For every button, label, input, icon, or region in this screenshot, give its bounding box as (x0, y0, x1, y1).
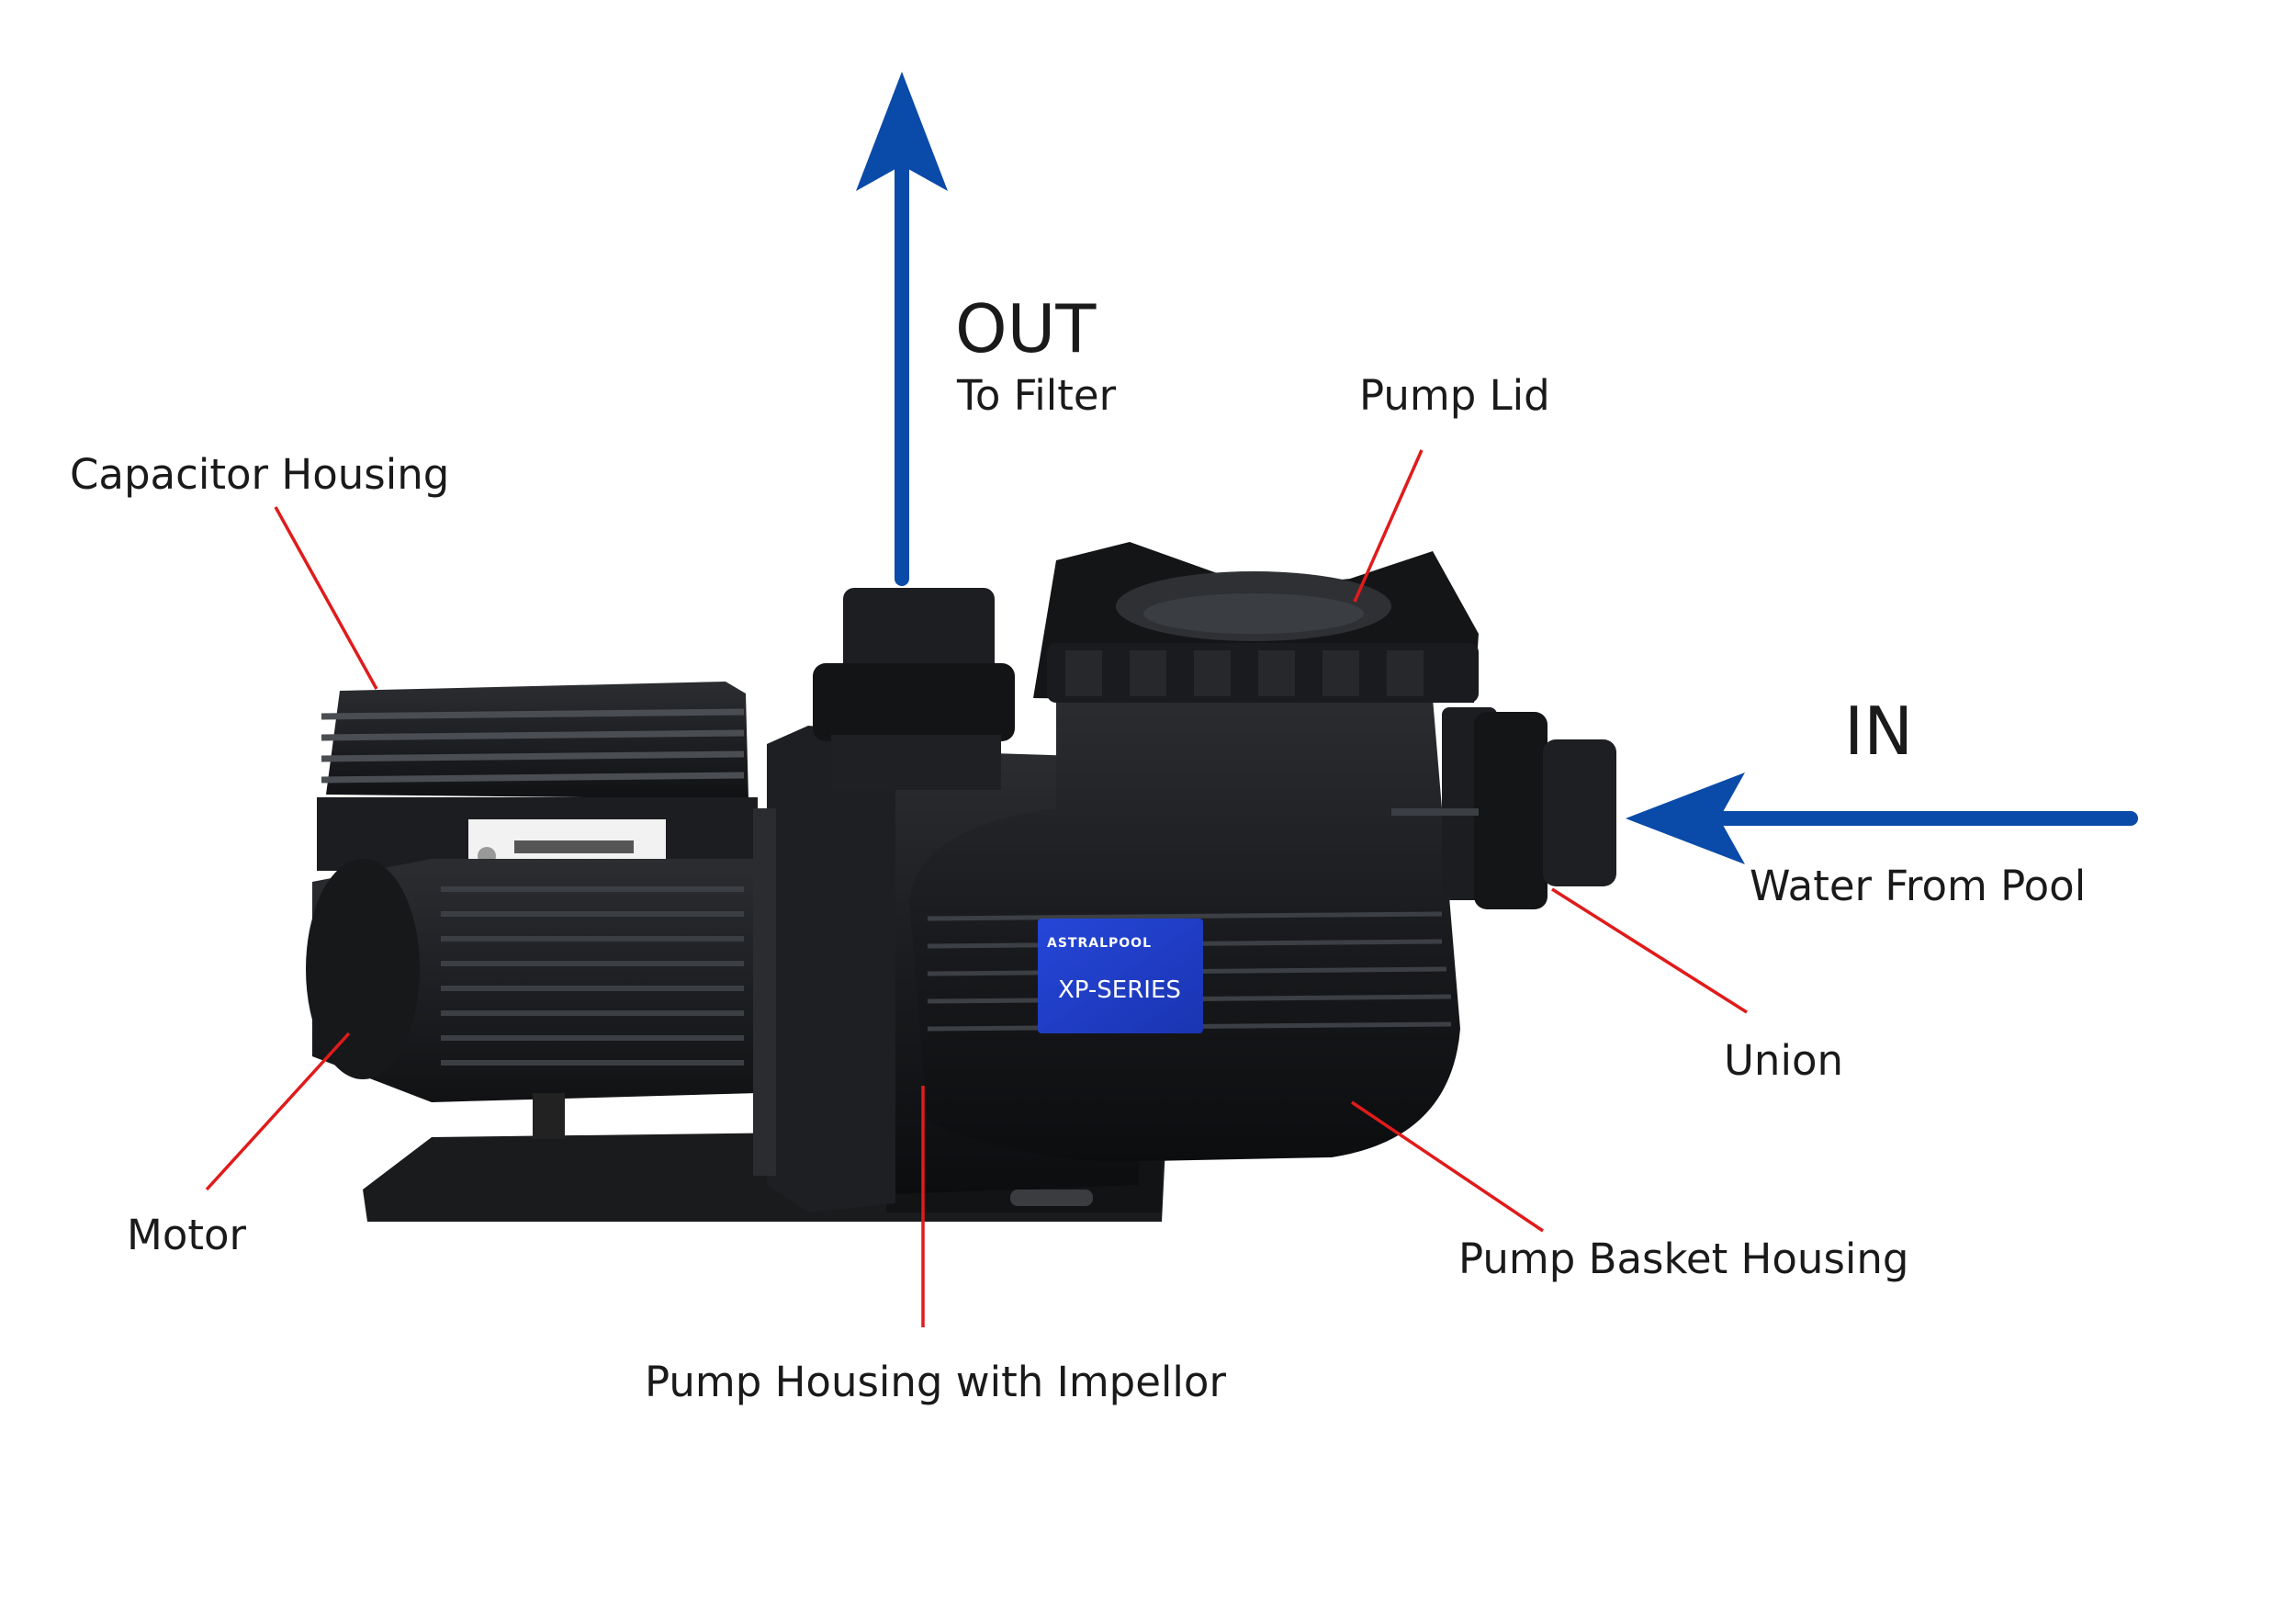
leader-motor (207, 1033, 349, 1190)
pump-housing-impellor-label: Pump Housing with Impellor (645, 1361, 1226, 1403)
badge-brand: ASTRALPOOL (1047, 937, 1152, 950)
in-label: IN (1844, 698, 1913, 764)
motor-label: Motor (127, 1214, 246, 1256)
pump-lid (1033, 542, 1479, 703)
motor-body (306, 859, 758, 1139)
in-arrow (1626, 773, 2131, 864)
to-filter-label: To Filter (957, 375, 1116, 416)
leader-union (1552, 889, 1747, 1012)
pump-illustration (306, 542, 1616, 1222)
water-from-pool-label: Water From Pool (1750, 865, 2086, 907)
pump-basket-housing-label: Pump Basket Housing (1458, 1238, 1908, 1280)
leader-capacitor-housing (276, 507, 377, 689)
union-label: Union (1724, 1040, 1843, 1081)
badge-series: XP-SERIES (1058, 978, 1181, 1002)
capacitor-housing-label: Capacitor Housing (70, 454, 449, 495)
out-arrow (856, 72, 948, 579)
pump-lid-label: Pump Lid (1359, 375, 1550, 416)
leader-pump-basket-housing (1352, 1102, 1543, 1231)
out-label: OUT (955, 296, 1096, 362)
inlet-pipe (1543, 739, 1616, 886)
